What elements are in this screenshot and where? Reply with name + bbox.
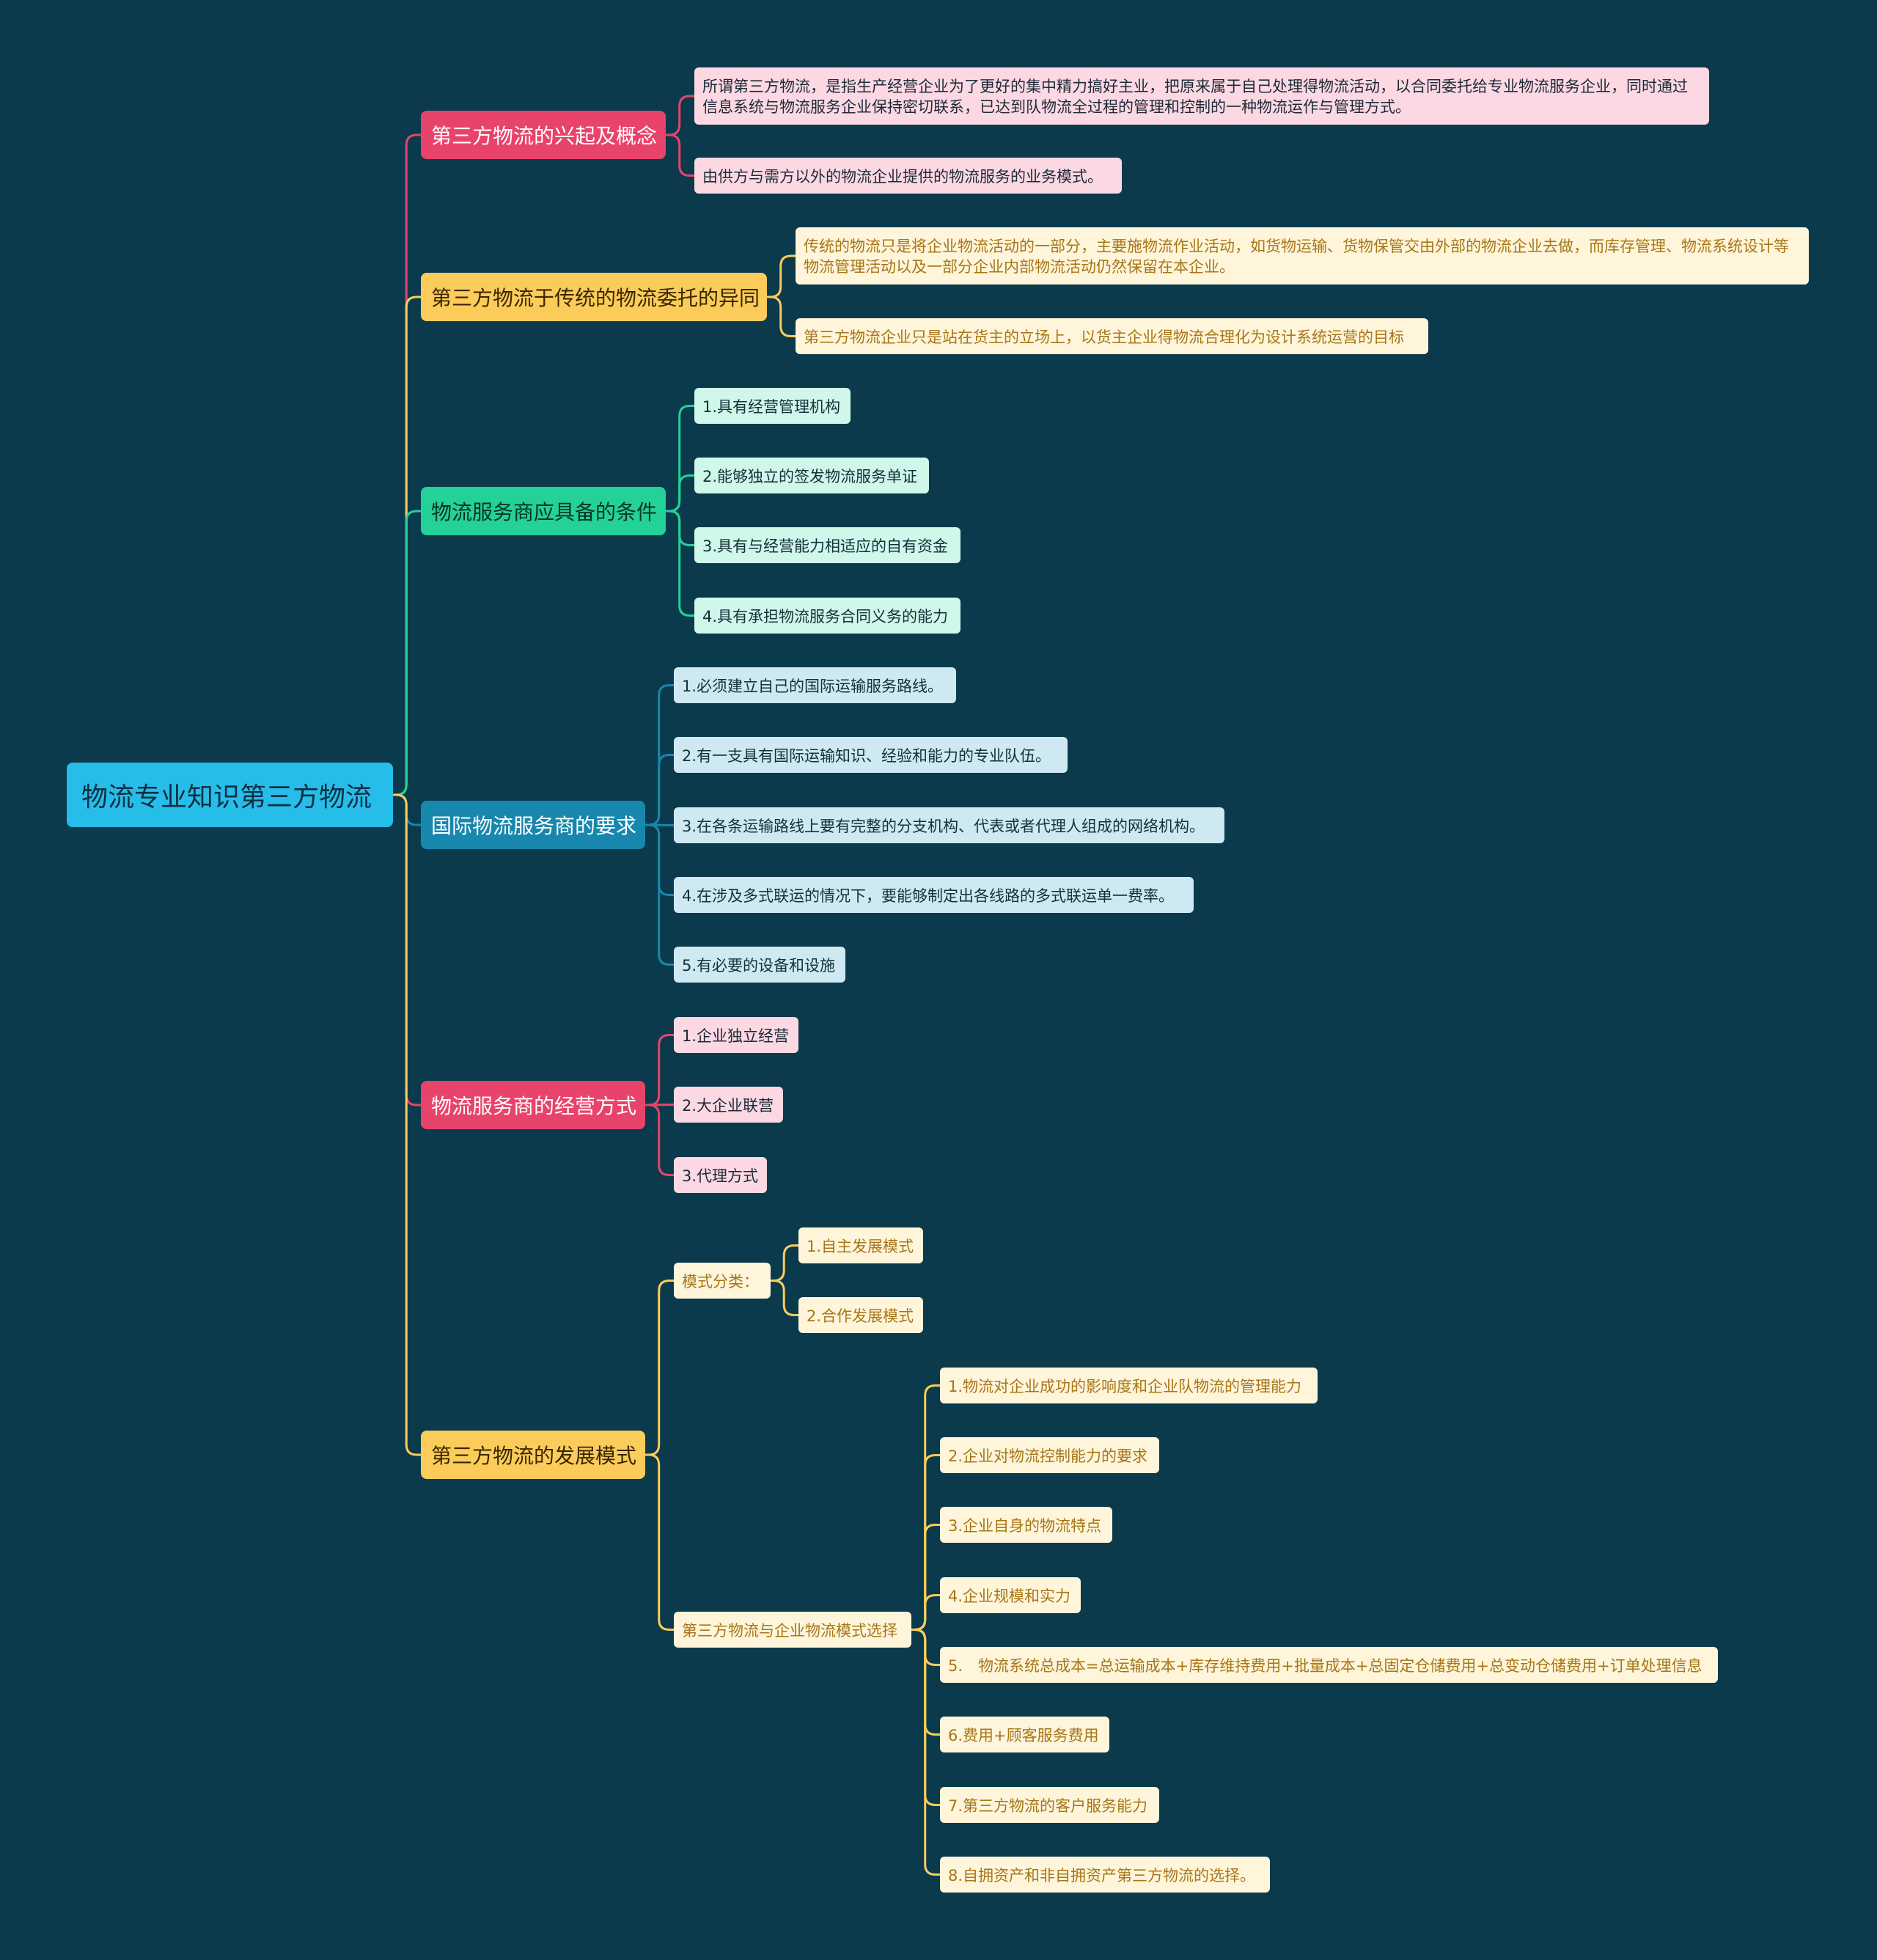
leaf-selection-6[interactable]: 6.费用+顾客服务费用 xyxy=(940,1717,1109,1752)
link-branch-5-child-1-sub-3 xyxy=(910,1594,941,1631)
branch-development-modes[interactable]: 第三方物流的发展模式 xyxy=(421,1431,645,1479)
leaf-operation-2[interactable]: 2.大企业联营 xyxy=(674,1087,783,1123)
leaf-condition-4[interactable]: 4.具有承担物流服务合同义务的能力 xyxy=(694,598,960,634)
leaf-requirement-3[interactable]: 3.在各条运输路线上要有完整的分支机构、代表或者代理人组成的网络机构。 xyxy=(674,807,1224,843)
link-branch-1-child-1 xyxy=(765,296,797,337)
link-root-branch-2 xyxy=(392,510,422,796)
leaf-mode-cooperative[interactable]: 2.合作发展模式 xyxy=(798,1297,923,1333)
leaf-operation-1[interactable]: 1.企业独立经营 xyxy=(674,1017,798,1053)
branch-compare-traditional[interactable]: 第三方物流于传统的物流委托的异同 xyxy=(421,273,767,321)
leaf-condition-1[interactable]: 1.具有经营管理机构 xyxy=(694,388,851,424)
branch-international-requirements[interactable]: 国际物流服务商的要求 xyxy=(421,801,645,849)
link-branch-2-child-1 xyxy=(664,474,696,513)
leaf-requirement-5[interactable]: 5.有必要的设备和设施 xyxy=(674,947,845,983)
leaf-requirement-2[interactable]: 2.有一支具有国际运输知识、经验和能力的专业队伍。 xyxy=(674,737,1068,773)
leaf-condition-2[interactable]: 2.能够独立的签发物流服务单证 xyxy=(694,458,929,493)
leaf-concept-business-model[interactable]: 由供方与需方以外的物流企业提供的物流服务的业务模式。 xyxy=(694,158,1122,194)
leaf-mode-independent[interactable]: 1.自主发展模式 xyxy=(798,1227,923,1263)
leaf-concept-definition[interactable]: 所谓第三方物流，是指生产经营企业为了更好的集中精力搞好主业，把原来属于自己处理得… xyxy=(694,67,1709,125)
link-branch-5-child-0 xyxy=(644,1280,675,1456)
subtopic-mode-selection[interactable]: 第三方物流与企业物流模式选择 xyxy=(674,1612,911,1648)
link-branch-1-child-0 xyxy=(765,254,797,298)
leaf-selection-3[interactable]: 3.企业自身的物流特点 xyxy=(940,1507,1112,1543)
leaf-condition-3[interactable]: 3.具有与经营能力相适应的自有资金 xyxy=(694,527,960,563)
leaf-traditional-logistics[interactable]: 传统的物流只是将企业物流活动的一部分，主要施物流作业活动，如货物运输、货物保管交… xyxy=(796,227,1809,285)
link-branch-2-child-3 xyxy=(664,510,696,617)
link-branch-5-child-0-sub-1 xyxy=(769,1280,800,1316)
link-branch-0-child-0 xyxy=(664,95,696,136)
branch-operation-modes[interactable]: 物流服务商的经营方式 xyxy=(421,1081,645,1129)
leaf-selection-1[interactable]: 1.物流对企业成功的影响度和企业队物流的管理能力 xyxy=(940,1368,1318,1403)
subtopic-mode-classification[interactable]: 模式分类： xyxy=(674,1263,771,1299)
leaf-selection-7[interactable]: 7.第三方物流的客户服务能力 xyxy=(940,1787,1159,1823)
link-branch-4-child-0 xyxy=(644,1034,675,1106)
link-branch-5-child-1 xyxy=(644,1453,675,1631)
link-root-branch-5 xyxy=(392,793,422,1456)
link-branch-5-child-0-sub-0 xyxy=(769,1244,800,1282)
link-branch-5-child-1-sub-7 xyxy=(910,1629,941,1876)
leaf-selection-4[interactable]: 4.企业规模和实力 xyxy=(940,1577,1081,1613)
branch-provider-conditions[interactable]: 物流服务商应具备的条件 xyxy=(421,487,666,535)
leaf-third-party-stance[interactable]: 第三方物流企业只是站在货主的立场上，以货主企业得物流合理化为设计系统运营的目标 xyxy=(796,318,1428,354)
link-branch-0-child-1 xyxy=(664,133,696,177)
leaf-selection-5[interactable]: 5. 物流系统总成本=总运输成本+库存维持费用+批量成本+总固定仓储费用+总变动… xyxy=(940,1647,1718,1683)
link-branch-4-child-2 xyxy=(644,1104,675,1176)
leaf-operation-3[interactable]: 3.代理方式 xyxy=(674,1157,767,1193)
leaf-requirement-4[interactable]: 4.在涉及多式联运的情况下，要能够制定出各线路的多式联运单一费率。 xyxy=(674,877,1194,913)
leaf-selection-2[interactable]: 2.企业对物流控制能力的要求 xyxy=(940,1437,1159,1473)
link-branch-3-child-4 xyxy=(644,823,675,966)
leaf-requirement-1[interactable]: 1.必须建立自己的国际运输服务路线。 xyxy=(674,667,956,703)
root-topic[interactable]: 物流专业知识第三方物流 xyxy=(67,763,393,827)
leaf-selection-8[interactable]: 8.自拥资产和非自拥资产第三方物流的选择。 xyxy=(940,1857,1270,1893)
link-branch-3-child-1 xyxy=(644,754,675,826)
branch-rise-and-concept[interactable]: 第三方物流的兴起及概念 xyxy=(421,111,666,159)
